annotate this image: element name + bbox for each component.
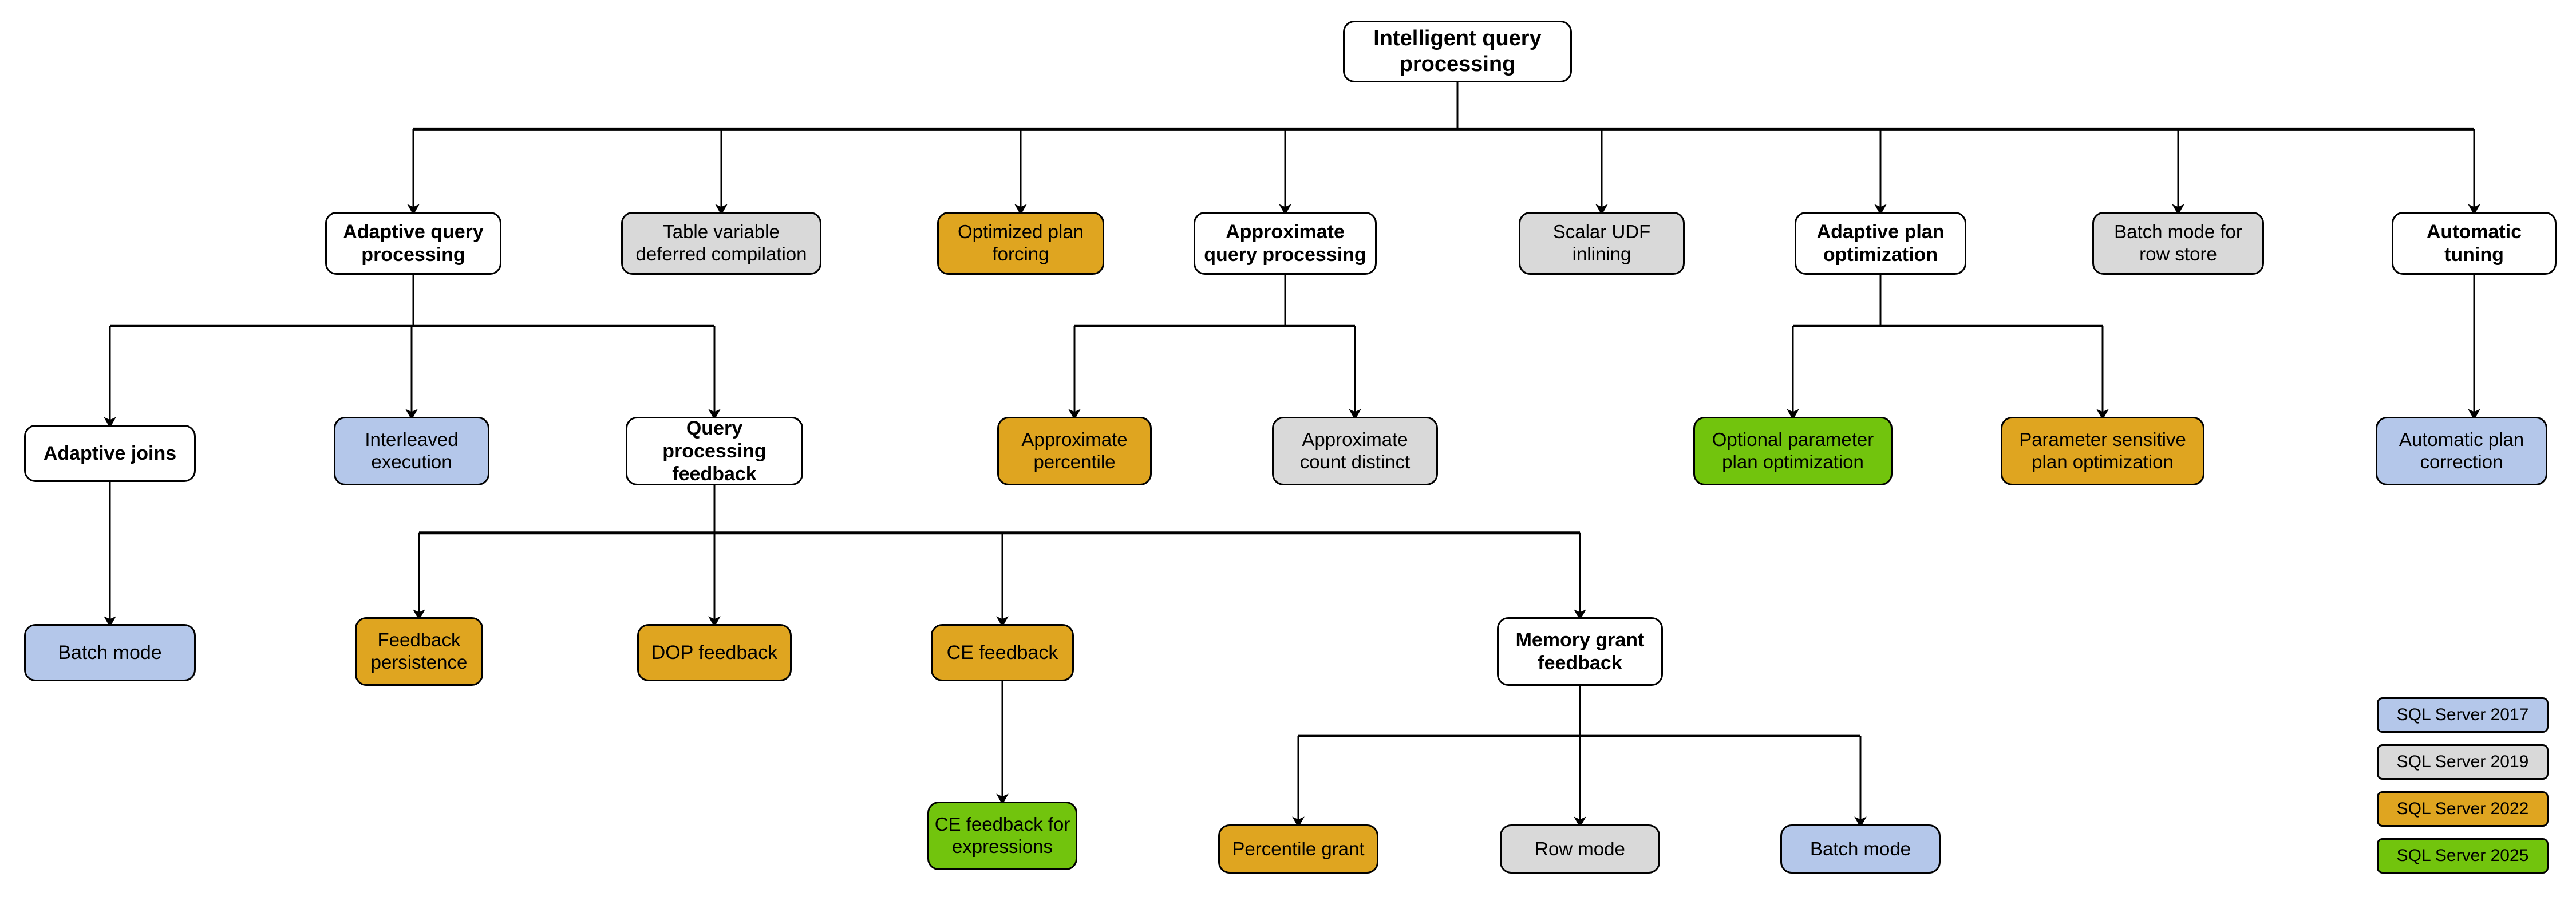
node-dop-feedback[interactable]: DOP feedback [637, 624, 792, 681]
node-adaptive-plan-optimization[interactable]: Adaptive plan optimization [1795, 212, 1966, 275]
node-memory-grant-feedback[interactable]: Memory grant feedback [1497, 617, 1663, 686]
node-interleaved-execution[interactable]: Interleaved execution [334, 417, 489, 485]
node-adaptive-joins[interactable]: Adaptive joins [24, 425, 196, 482]
node-batch-mode-for-row-store[interactable]: Batch mode for row store [2092, 212, 2264, 275]
node-approximate-percentile[interactable]: Approximate percentile [997, 417, 1152, 485]
legend-sql-server-2025: SQL Server 2025 [2377, 838, 2549, 874]
node-row-mode[interactable]: Row mode [1500, 824, 1660, 874]
node-percentile-grant[interactable]: Percentile grant [1218, 824, 1378, 874]
node-parameter-sensitive-plan-optimization[interactable]: Parameter sensitive plan optimization [2001, 417, 2204, 485]
node-adaptive-query-processing[interactable]: Adaptive query processing [325, 212, 501, 275]
node-optimized-plan-forcing[interactable]: Optimized plan forcing [937, 212, 1104, 275]
node-batch-mode-memory-grant[interactable]: Batch mode [1780, 824, 1941, 874]
node-table-variable-deferred-compilation[interactable]: Table variable deferred compilation [621, 212, 821, 275]
node-automatic-plan-correction[interactable]: Automatic plan correction [2376, 417, 2547, 485]
node-ce-feedback[interactable]: CE feedback [931, 624, 1074, 681]
node-ce-feedback-for-expressions[interactable]: CE feedback for expressions [927, 802, 1077, 870]
legend-sql-server-2022: SQL Server 2022 [2377, 791, 2549, 827]
legend-sql-server-2017: SQL Server 2017 [2377, 697, 2549, 733]
node-query-processing-feedback[interactable]: Query processing feedback [626, 417, 803, 485]
node-feedback-persistence[interactable]: Feedback persistence [355, 617, 483, 686]
node-approximate-query-processing[interactable]: Approximate query processing [1194, 212, 1377, 275]
node-approximate-count-distinct[interactable]: Approximate count distinct [1272, 417, 1438, 485]
node-batch-mode-adaptive-joins[interactable]: Batch mode [24, 624, 196, 681]
legend-sql-server-2019: SQL Server 2019 [2377, 744, 2549, 780]
node-optional-parameter-plan-optimization[interactable]: Optional parameter plan optimization [1693, 417, 1893, 485]
node-scalar-udf-inlining[interactable]: Scalar UDF inlining [1519, 212, 1685, 275]
node-root[interactable]: Intelligent query processing [1343, 21, 1572, 82]
node-automatic-tuning[interactable]: Automatic tuning [2392, 212, 2557, 275]
